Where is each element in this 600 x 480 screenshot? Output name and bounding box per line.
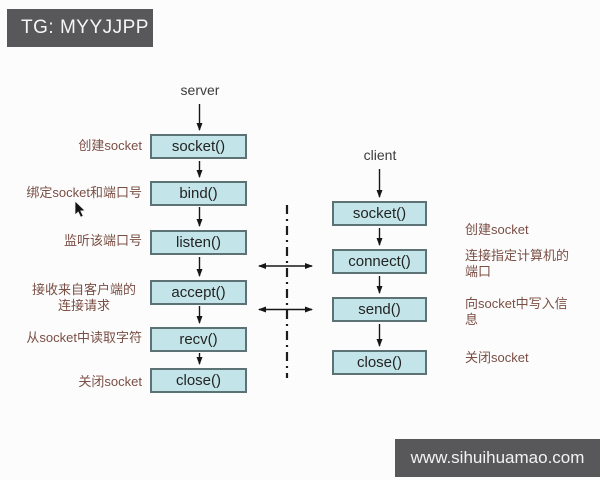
server-step-accept: accept() (150, 280, 247, 305)
server-step-listen: listen() (150, 230, 247, 255)
server-label-bind-port: 绑定socket和端口号 (26, 185, 142, 200)
mouse-cursor-icon (74, 200, 86, 218)
server-step-recv: recv() (150, 327, 247, 352)
client-step-send: send() (332, 297, 427, 322)
client-label-connect-port: 连接指定计算机的端口 (465, 248, 570, 279)
server-label-listen-port: 监听该端口号 (63, 233, 142, 248)
client-step-socket: socket() (332, 201, 427, 226)
server-step-close: close() (150, 368, 247, 393)
watermark-badge-top: TG: MYYJJPP (7, 9, 153, 47)
client-step-connect: connect() (332, 249, 427, 274)
server-label-close-socket: 关闭socket (78, 374, 142, 389)
watermark-badge-bottom: www.sihuihuamao.com (395, 439, 600, 477)
server-step-bind: bind() (150, 181, 247, 206)
server-label-read-socket: 从socket中读取字符 (26, 330, 142, 345)
communication-arrows (258, 263, 313, 313)
client-step-close: close() (332, 350, 427, 375)
client-column-title: client (363, 147, 397, 163)
client-label-close-socket: 关闭socket (465, 350, 529, 365)
client-label-create-socket: 创建socket (465, 222, 529, 237)
server-step-socket: socket() (150, 134, 247, 159)
server-label-accept-request: 接收来自客户端的连接请求 (31, 282, 136, 313)
client-label-write-socket: 向socket中写入信息 (465, 296, 568, 327)
server-column-title: server (180, 82, 220, 98)
server-label-create-socket: 创建socket (78, 138, 142, 153)
